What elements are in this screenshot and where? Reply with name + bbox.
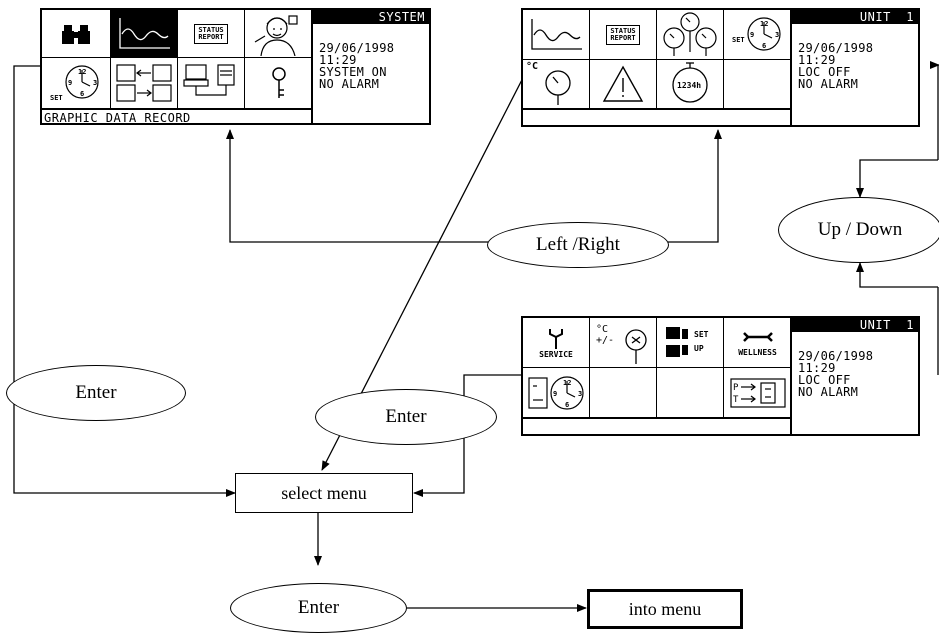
unit-top-date: 29/06/1998 [798, 41, 874, 55]
offset-celsius-label: °C [596, 324, 609, 335]
setup-icon[interactable]: SET UP [657, 318, 724, 368]
system-date: 29/06/1998 [319, 41, 395, 55]
svg-text:3: 3 [775, 31, 779, 39]
up-down-to-unit-top-arrow [856, 159, 938, 198]
computer-printer-icon[interactable] [178, 58, 245, 109]
setup-up-label: UP [694, 344, 704, 353]
unit-bottom-title: UNIT 1 [792, 318, 918, 332]
left-right-oval[interactable]: Left /Right [487, 222, 669, 268]
status-label: STATUS [198, 25, 224, 34]
unit-top-info: UNIT 1 29/06/1998 11:29 LOC OFF NO ALARM [790, 10, 918, 125]
gauges-icon[interactable] [657, 10, 724, 60]
temperature-offset-icon[interactable]: °C+/- [590, 318, 657, 368]
up-down-to-unit-bottom-arrow [856, 262, 938, 288]
celsius-label: °C [526, 61, 539, 72]
offset-plusminus-label: +/- [596, 335, 615, 346]
report-label: REPORT [610, 33, 636, 42]
temperature-gauge-icon[interactable]: °C [523, 60, 590, 109]
enter-bottom-oval[interactable]: Enter [230, 583, 407, 633]
hours-label: 1234h [677, 81, 701, 90]
graph-icon[interactable] [523, 10, 590, 60]
svg-text:T: T [733, 395, 739, 405]
svg-text:9: 9 [553, 390, 557, 398]
svg-text:12: 12 [78, 68, 86, 76]
unit-bottom-info: UNIT 1 29/06/1998 11:29 LOC OFF NO ALARM [790, 318, 918, 434]
hour-counter-icon[interactable]: 1234h [657, 60, 724, 109]
set-label: SET [50, 94, 63, 102]
left-right-to-system-arrow [226, 129, 488, 243]
svg-text:P: P [733, 383, 739, 393]
status-label: STATUS [610, 26, 636, 35]
schedule-clock-icon[interactable]: 12 9 3 6 [523, 368, 590, 418]
into-menu-box[interactable]: into menu [587, 589, 743, 629]
system-info: SYSTEM 29/06/1998 11:29 SYSTEM ON NO ALA… [311, 10, 429, 123]
binoculars-icon[interactable] [42, 10, 111, 58]
unit-top-title: UNIT 1 [792, 10, 918, 24]
empty-cell [724, 60, 792, 109]
wellness-icon[interactable]: WELLNESS [724, 318, 792, 368]
svg-text:3: 3 [578, 390, 582, 398]
select-menu-box[interactable]: select menu [235, 473, 413, 513]
unit-bottom-date: 29/06/1998 [798, 349, 874, 363]
svg-text:9: 9 [68, 79, 72, 87]
svg-text:3: 3 [93, 79, 97, 87]
system-time: 11:29 [319, 53, 357, 67]
service-label: SERVICE [539, 350, 573, 359]
svg-text:6: 6 [762, 42, 766, 50]
unit-bottom-alarm: NO ALARM [798, 385, 859, 399]
svg-text:12: 12 [563, 379, 571, 387]
svg-text:6: 6 [565, 401, 569, 409]
report-label: REPORT [198, 32, 224, 41]
set-clock-icon[interactable]: 12 9 3 6 SET [724, 10, 792, 60]
technician-icon[interactable] [245, 10, 313, 58]
wellness-label: WELLNESS [738, 348, 777, 357]
warning-icon[interactable] [590, 60, 657, 109]
system-alarm: NO ALARM [319, 77, 380, 91]
up-down-oval[interactable]: Up / Down [778, 197, 939, 263]
system-status: SYSTEM ON [319, 65, 387, 79]
empty-cell [657, 368, 724, 418]
svg-text:6: 6 [80, 90, 84, 98]
set-label: SET [732, 36, 745, 44]
enter-left-oval[interactable]: Enter [6, 365, 186, 421]
unit-bottom-footer [523, 418, 792, 434]
svg-text:12: 12 [760, 20, 768, 28]
unit-top-footer [523, 109, 792, 125]
service-icon[interactable]: SERVICE [523, 318, 590, 368]
key-icon[interactable] [245, 58, 313, 109]
unit-top-time: 11:29 [798, 53, 836, 67]
left-right-to-unit-arrow [668, 129, 722, 243]
enter-middle-oval[interactable]: Enter [315, 389, 497, 445]
unit-top-loc: LOC OFF [798, 65, 851, 79]
unit-bottom-loc: LOC OFF [798, 373, 851, 387]
unit-top-alarm: NO ALARM [798, 77, 859, 91]
system-title: SYSTEM [313, 10, 429, 24]
svg-text:9: 9 [750, 31, 754, 39]
setup-set-label: SET [694, 330, 709, 339]
unit-bottom-time: 11:29 [798, 361, 836, 375]
graph-icon[interactable] [111, 10, 178, 58]
data-transfer-icon[interactable] [111, 58, 178, 109]
empty-cell [590, 368, 657, 418]
system-to-select-menu-arrow [13, 65, 236, 497]
system-footer: GRAPHIC DATA RECORD [42, 109, 313, 127]
